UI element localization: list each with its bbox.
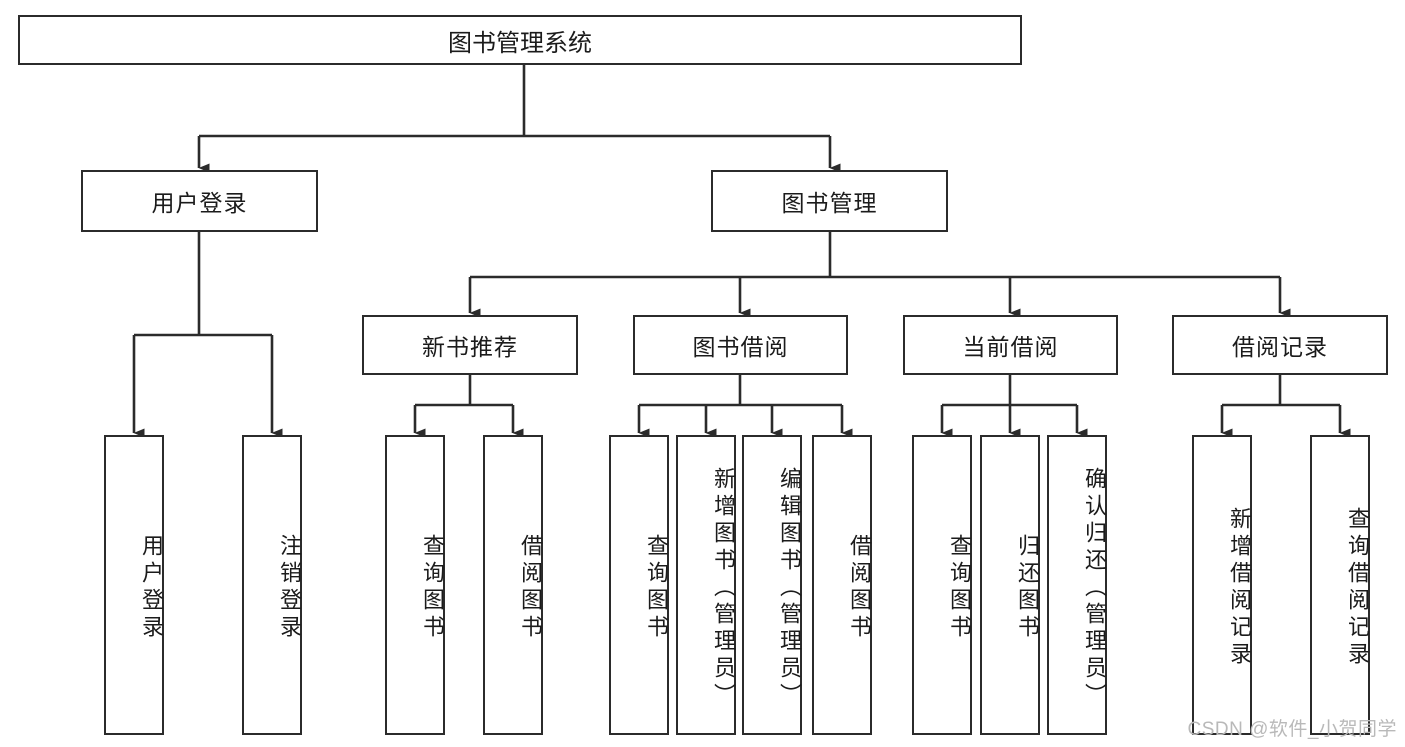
node-book-borrow[interactable]: 图书借阅 bbox=[633, 315, 848, 375]
leaf-user-login-label: 用户登录 bbox=[139, 534, 164, 642]
node-root-system[interactable]: 图书管理系统 bbox=[18, 15, 1022, 65]
leaf-borrow-query-book[interactable]: 查询图书 bbox=[609, 435, 669, 735]
leaf-current-confirm-return-admin[interactable]: 确认归还（管理员） bbox=[1047, 435, 1107, 735]
node-book-management[interactable]: 图书管理 bbox=[711, 170, 948, 232]
leaf-recommend-borrow-book-label: 借阅图书 bbox=[518, 534, 543, 642]
leaf-current-query-book[interactable]: 查询图书 bbox=[912, 435, 972, 735]
leaf-current-return-book-label: 归还图书 bbox=[1015, 534, 1040, 642]
leaf-borrow-add-book-admin[interactable]: 新增图书（管理员） bbox=[676, 435, 736, 735]
node-book-borrow-label: 图书借阅 bbox=[692, 334, 789, 360]
leaf-records-query-record[interactable]: 查询借阅记录 bbox=[1310, 435, 1370, 735]
leaf-borrow-query-book-label: 查询图书 bbox=[644, 534, 669, 642]
node-root-label: 图书管理系统 bbox=[448, 29, 592, 57]
leaf-records-add-record-label: 新增借阅记录 bbox=[1227, 507, 1252, 669]
leaf-current-confirm-return-admin-label: 确认归还（管理员） bbox=[1082, 466, 1107, 710]
leaf-borrow-borrow-book-label: 借阅图书 bbox=[847, 534, 872, 642]
node-new-book-recommend[interactable]: 新书推荐 bbox=[362, 315, 578, 375]
leaf-records-add-record[interactable]: 新增借阅记录 bbox=[1192, 435, 1252, 735]
leaf-borrow-add-book-admin-label: 新增图书（管理员） bbox=[711, 466, 736, 710]
node-user-login[interactable]: 用户登录 bbox=[81, 170, 318, 232]
node-borrow-records[interactable]: 借阅记录 bbox=[1172, 315, 1388, 375]
node-user-login-label: 用户登录 bbox=[151, 190, 248, 216]
leaf-recommend-borrow-book[interactable]: 借阅图书 bbox=[483, 435, 543, 735]
leaf-user-login[interactable]: 用户登录 bbox=[104, 435, 164, 735]
leaf-logout[interactable]: 注销登录 bbox=[242, 435, 302, 735]
node-current-borrow[interactable]: 当前借阅 bbox=[903, 315, 1118, 375]
leaf-borrow-edit-book-admin[interactable]: 编辑图书（管理员） bbox=[742, 435, 802, 735]
leaf-current-return-book[interactable]: 归还图书 bbox=[980, 435, 1040, 735]
node-borrow-records-label: 借阅记录 bbox=[1232, 334, 1328, 360]
node-new-book-recommend-label: 新书推荐 bbox=[422, 334, 518, 360]
leaf-borrow-edit-book-admin-label: 编辑图书（管理员） bbox=[777, 466, 802, 710]
node-book-management-label: 图书管理 bbox=[781, 190, 878, 216]
leaf-logout-label: 注销登录 bbox=[277, 534, 302, 642]
node-current-borrow-label: 当前借阅 bbox=[962, 334, 1059, 360]
csdn-watermark: CSDN @软件_小贺同学 bbox=[1187, 719, 1397, 740]
leaf-recommend-query-book[interactable]: 查询图书 bbox=[385, 435, 445, 735]
leaf-borrow-borrow-book[interactable]: 借阅图书 bbox=[812, 435, 872, 735]
leaf-current-query-book-label: 查询图书 bbox=[947, 534, 972, 642]
leaf-recommend-query-book-label: 查询图书 bbox=[420, 534, 445, 642]
leaf-records-query-record-label: 查询借阅记录 bbox=[1345, 507, 1370, 669]
